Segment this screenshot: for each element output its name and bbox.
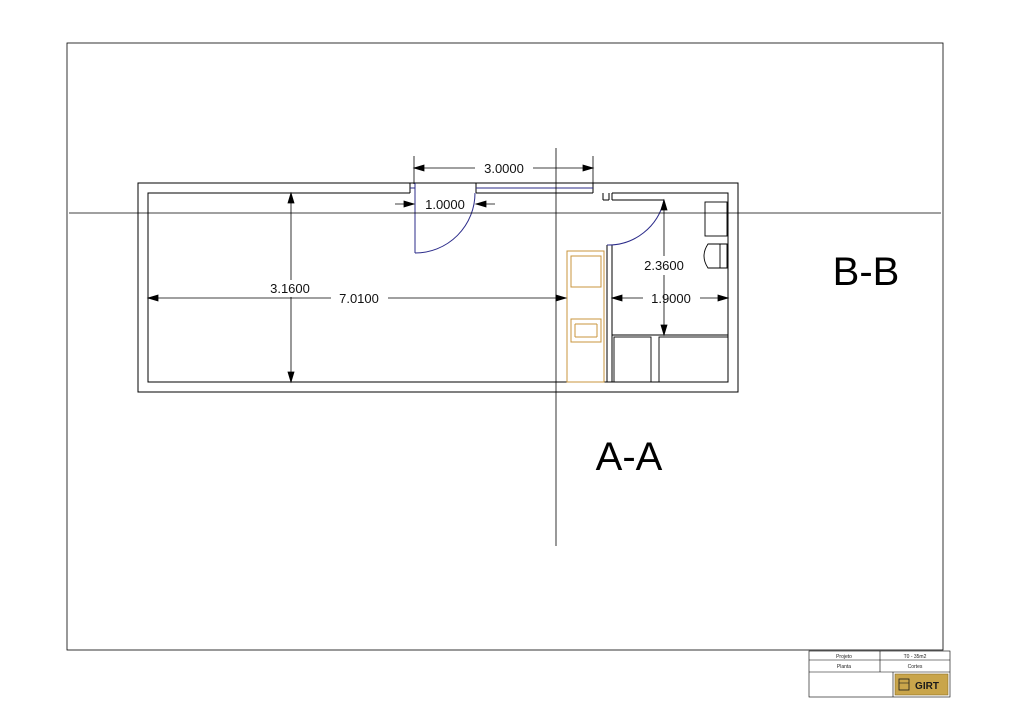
sink-icon <box>704 201 728 237</box>
bathroom-partition <box>602 193 664 382</box>
sink-cabinet-icon <box>570 318 602 343</box>
dimension-lines <box>146 156 730 384</box>
bathroom-door <box>606 199 665 246</box>
title-block-value-planta: Cortes <box>908 664 923 670</box>
dim-bath-width: 1.9000 <box>651 291 691 306</box>
bathroom-fixtures <box>612 201 729 383</box>
kitchen-units <box>566 250 605 383</box>
title-block-label-planta: Planta <box>837 664 851 670</box>
toilet-icon <box>703 243 728 269</box>
stove-icon <box>570 255 602 288</box>
sheet-border <box>66 42 944 651</box>
section-label-b-b: B-B <box>833 250 900 294</box>
title-block-label-projeto: Projeto <box>836 654 852 660</box>
storage-icon <box>658 336 729 383</box>
svg-text:GIRT: GIRT <box>915 681 939 692</box>
exterior-wall-outer <box>137 182 739 393</box>
girt-logo: GIRT <box>894 673 949 696</box>
dim-opening-width: 3.0000 <box>484 161 524 176</box>
dim-room-length: 7.0100 <box>339 291 379 306</box>
title-block-value-projeto: T0 - 35m2 <box>904 654 927 660</box>
entrance-door <box>414 183 476 254</box>
dim-room-depth: 3.1600 <box>270 281 310 296</box>
dim-bath-depth: 2.3600 <box>644 258 684 273</box>
shower-tray-icon <box>613 336 652 383</box>
title-block <box>808 650 951 698</box>
dim-door-width: 1.0000 <box>425 197 465 212</box>
section-label-a-a: A-A <box>596 435 663 479</box>
